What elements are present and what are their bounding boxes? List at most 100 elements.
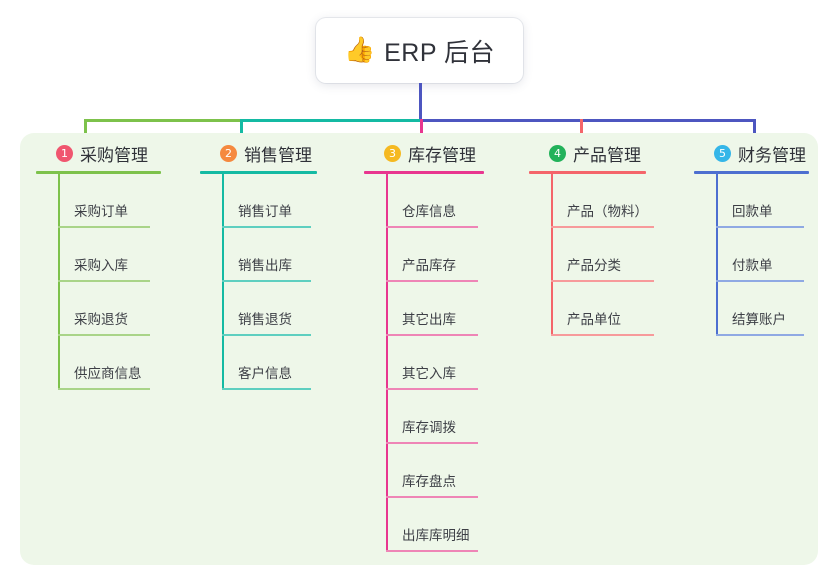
list-item-label: 产品（物料） xyxy=(567,204,648,219)
column-items-sales: 销售订单销售出库销售退货客户信息 xyxy=(200,174,360,390)
connector-drop-product xyxy=(580,119,583,142)
column-spine-product xyxy=(551,174,553,336)
list-item-label: 产品库存 xyxy=(402,258,456,273)
list-item-label: 付款单 xyxy=(732,258,773,273)
list-item-rule xyxy=(386,550,478,552)
column-header-finance[interactable]: 5 财务管理 xyxy=(694,140,839,166)
column-items-finance: 回款单付款单结算账户 xyxy=(694,174,839,336)
list-item-rule xyxy=(716,334,804,336)
list-item[interactable]: 库存盘点 xyxy=(364,444,524,498)
list-item[interactable]: 产品（物料） xyxy=(529,174,689,228)
column-header-rule-product xyxy=(529,171,646,174)
list-item-label: 销售退货 xyxy=(238,312,292,327)
column-spine-purchasing xyxy=(58,174,60,390)
connector-trunk xyxy=(419,83,422,122)
list-item[interactable]: 结算账户 xyxy=(694,282,839,336)
list-item-label: 库存盘点 xyxy=(402,474,456,489)
column-header-rule-finance xyxy=(694,171,809,174)
list-item-rule xyxy=(58,226,150,228)
column-spine-sales xyxy=(222,174,224,390)
list-item[interactable]: 销售订单 xyxy=(200,174,360,228)
list-item[interactable]: 出库库明细 xyxy=(364,498,524,552)
list-item-label: 结算账户 xyxy=(732,312,786,327)
column-title-inventory: 库存管理 xyxy=(408,145,476,165)
list-item[interactable]: 产品单位 xyxy=(529,282,689,336)
connector-drop-inventory xyxy=(420,119,423,142)
list-item-label: 销售订单 xyxy=(238,204,292,219)
list-item-label: 采购入库 xyxy=(74,258,128,273)
list-item-rule xyxy=(386,388,478,390)
list-item-label: 仓库信息 xyxy=(402,204,456,219)
list-item-label: 库存调拨 xyxy=(402,420,456,435)
list-item[interactable]: 其它入库 xyxy=(364,336,524,390)
list-item[interactable]: 库存调拨 xyxy=(364,390,524,444)
list-item[interactable]: 采购退货 xyxy=(36,282,196,336)
list-item-rule xyxy=(551,280,654,282)
list-item-rule xyxy=(222,226,311,228)
column-inventory: 3 库存管理仓库信息产品库存其它出库其它入库库存调拨库存盘点出库库明细 xyxy=(364,140,524,552)
list-item-rule xyxy=(551,334,654,336)
list-item-label: 产品分类 xyxy=(567,258,621,273)
column-purchasing: 1 采购管理采购订单采购入库采购退货供应商信息 xyxy=(36,140,196,390)
list-item-rule xyxy=(716,226,804,228)
list-item[interactable]: 采购订单 xyxy=(36,174,196,228)
list-item[interactable]: 客户信息 xyxy=(200,336,360,390)
thumbs-up-icon: 👍 xyxy=(343,36,376,64)
column-finance: 5 财务管理回款单付款单结算账户 xyxy=(694,140,839,336)
column-title-sales: 销售管理 xyxy=(244,145,312,165)
column-header-inventory[interactable]: 3 库存管理 xyxy=(364,140,524,166)
list-item-label: 客户信息 xyxy=(238,366,292,381)
list-item[interactable]: 销售出库 xyxy=(200,228,360,282)
column-header-rule-purchasing xyxy=(36,171,161,174)
column-title-finance: 财务管理 xyxy=(738,145,806,165)
list-item-rule xyxy=(58,388,150,390)
badge-number-icon: 1 xyxy=(56,144,73,162)
list-item[interactable]: 其它出库 xyxy=(364,282,524,336)
root-node-card[interactable]: 👍 ERP 后台 xyxy=(316,18,523,83)
column-items-product: 产品（物料） 产品分类产品单位 xyxy=(529,174,689,336)
list-item[interactable]: 付款单 xyxy=(694,228,839,282)
connector-drop-purchasing xyxy=(84,119,87,142)
column-items-purchasing: 采购订单采购入库采购退货供应商信息 xyxy=(36,174,196,390)
column-header-rule-sales xyxy=(200,171,317,174)
column-product: 4 产品管理产品（物料） 产品分类产品单位 xyxy=(529,140,689,336)
badge-number-icon: 3 xyxy=(384,144,401,162)
list-item-rule xyxy=(551,226,654,228)
list-item-label: 采购退货 xyxy=(74,312,128,327)
list-item-label: 销售出库 xyxy=(238,258,292,273)
list-item[interactable]: 回款单 xyxy=(694,174,839,228)
list-item[interactable]: 仓库信息 xyxy=(364,174,524,228)
list-item-rule xyxy=(386,280,478,282)
list-item-rule xyxy=(222,334,311,336)
list-item[interactable]: 销售退货 xyxy=(200,282,360,336)
list-item-label: 出库库明细 xyxy=(402,528,470,543)
column-header-purchasing[interactable]: 1 采购管理 xyxy=(36,140,196,166)
column-spine-inventory xyxy=(386,174,388,552)
list-item-rule xyxy=(222,388,311,390)
column-header-product[interactable]: 4 产品管理 xyxy=(529,140,689,166)
connector-drop-finance xyxy=(753,119,756,142)
list-item-label: 采购订单 xyxy=(74,204,128,219)
diagram-panel xyxy=(20,133,818,565)
badge-number-icon: 5 xyxy=(714,144,731,162)
column-title-purchasing: 采购管理 xyxy=(80,145,148,165)
connector-green-segment xyxy=(84,119,240,122)
connector-blue-segment xyxy=(420,119,755,122)
column-spine-finance xyxy=(716,174,718,336)
badge-number-icon: 4 xyxy=(549,144,566,162)
list-item[interactable]: 供应商信息 xyxy=(36,336,196,390)
list-item-rule xyxy=(58,334,150,336)
list-item-rule xyxy=(386,334,478,336)
list-item[interactable]: 产品分类 xyxy=(529,228,689,282)
list-item[interactable]: 产品库存 xyxy=(364,228,524,282)
list-item-rule xyxy=(386,496,478,498)
list-item-rule xyxy=(716,280,804,282)
list-item[interactable]: 采购入库 xyxy=(36,228,196,282)
connector-drop-sales xyxy=(240,119,243,142)
column-title-product: 产品管理 xyxy=(573,145,641,165)
root-title: ERP 后台 xyxy=(384,38,496,67)
column-header-rule-inventory xyxy=(364,171,484,174)
column-items-inventory: 仓库信息产品库存其它出库其它入库库存调拨库存盘点出库库明细 xyxy=(364,174,524,552)
